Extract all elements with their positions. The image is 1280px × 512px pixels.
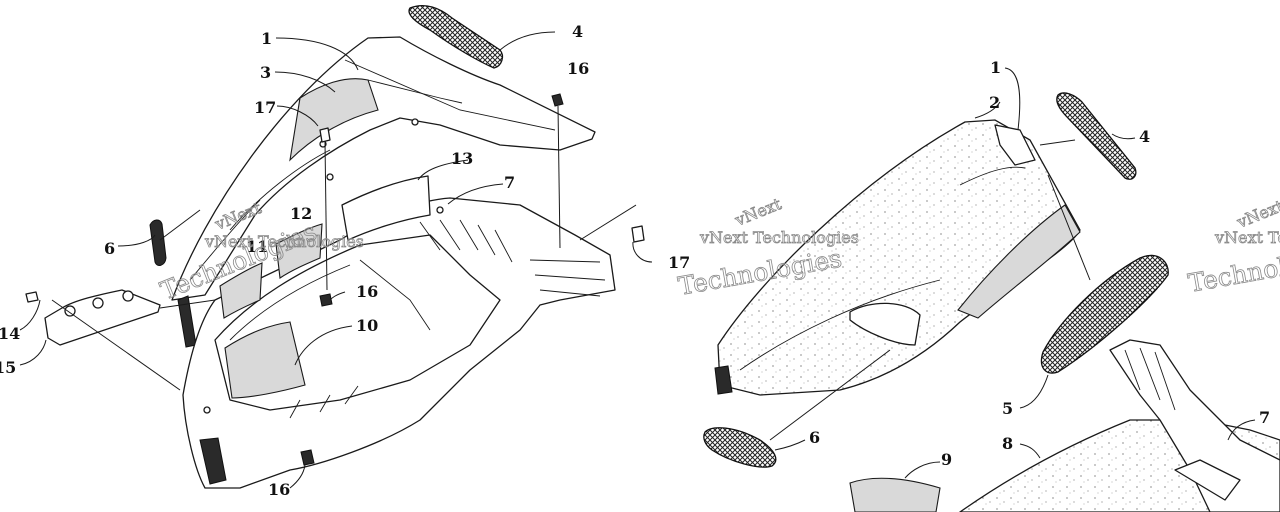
bolt-17-mid [319, 127, 331, 143]
watermark-line1-center: vNext Technologies [699, 228, 859, 247]
left-callout-16: 16 [268, 480, 290, 499]
watermark-vnext-right: vNext [1233, 196, 1280, 232]
hood-2-part [717, 119, 1081, 396]
left-callout-16: 16 [356, 282, 378, 301]
screw-14-part [25, 291, 39, 303]
upper-hood-part [171, 36, 596, 348]
left-callout-4: 4 [572, 22, 583, 41]
left-callouts: 131761211141541613717161016 [0, 22, 690, 499]
left-callout-17: 17 [668, 253, 690, 272]
hood-inner-panel [957, 204, 1081, 319]
window-10-part [224, 321, 306, 399]
vent-grille-part [408, 4, 504, 69]
panel-9-part [849, 477, 941, 512]
right-callout-4: 4 [1139, 127, 1150, 146]
nut-16-top [551, 93, 564, 107]
right-callouts: 1 2 4 5 6 8 9 7 [809, 58, 1270, 469]
left-exploded-view: 131761211141541613717161016 [0, 4, 690, 499]
right-callout-7: 7 [1259, 408, 1270, 427]
right-exploded-view: 1 2 4 5 6 8 9 7 [703, 58, 1280, 512]
left-callout-13: 13 [451, 149, 473, 168]
watermark-line1-left: vNext Technologies [204, 232, 364, 251]
left-callout-7: 7 [504, 173, 515, 192]
right-callout-6: 6 [809, 428, 820, 447]
left-callout-1: 1 [261, 29, 272, 48]
right-callout-5: 5 [1002, 399, 1013, 418]
right-callout-2: 2 [989, 93, 1000, 112]
vent-4-part [1056, 92, 1137, 180]
bracket-15-part [44, 289, 161, 346]
left-callout-10: 10 [356, 316, 378, 335]
lower-7-part [1109, 339, 1280, 512]
right-callout-1: 1 [990, 58, 1001, 77]
hood-scoop [849, 302, 921, 346]
nut-16-bottom [300, 449, 315, 466]
left-callout-3: 3 [260, 63, 271, 82]
small-grille-6-part [149, 219, 167, 266]
nut-16-mid [319, 293, 333, 307]
decal-13-part [341, 175, 431, 241]
decal-12-part [275, 223, 323, 279]
left-callout-16: 16 [567, 59, 589, 78]
right-callout-8: 8 [1002, 434, 1013, 453]
decal-11-part [219, 262, 263, 319]
left-callout-14: 14 [0, 324, 20, 343]
watermark-line1-right: vNext Technologies [1214, 228, 1280, 247]
vent-6-part [703, 427, 777, 468]
vent-5-part [1040, 254, 1169, 374]
left-callout-12: 12 [290, 204, 312, 223]
watermark-vnext-center: vNext [731, 194, 784, 230]
left-callout-17: 17 [254, 98, 276, 117]
hood-front-tip [714, 365, 733, 395]
left-callout-15: 15 [0, 358, 16, 377]
bolt-17-right [631, 225, 645, 243]
right-callout-9: 9 [941, 450, 952, 469]
left-callout-11: 11 [246, 237, 268, 256]
left-callout-6: 6 [104, 239, 115, 258]
watermark-line2-right: Technologies [1186, 241, 1280, 298]
